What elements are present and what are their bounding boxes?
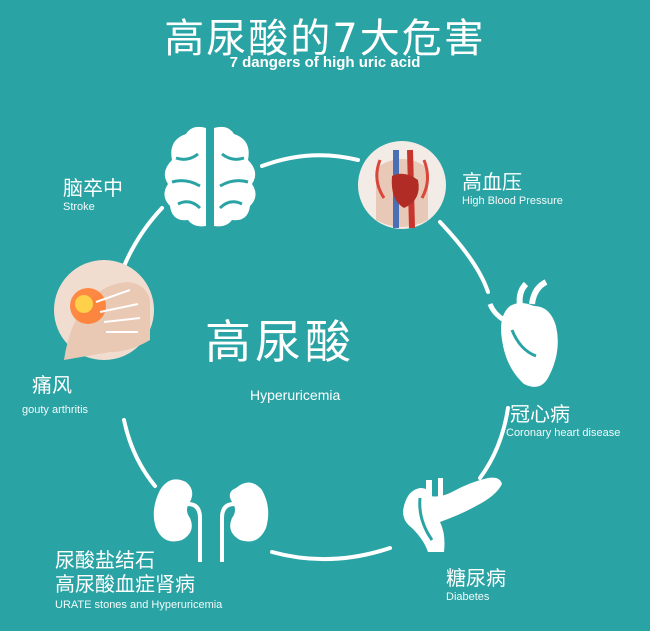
item-coronary-en: Coronary heart disease xyxy=(506,427,621,439)
center-label-en: Hyperuricemia xyxy=(250,387,341,403)
item-diabetes: 糖尿病 Diabetes xyxy=(446,566,506,604)
kidneys-icon xyxy=(153,479,269,562)
item-stroke-zh: 脑卒中 xyxy=(63,176,123,200)
item-diabetes-en: Diabetes xyxy=(446,591,490,603)
ring-arc-bottom xyxy=(270,546,392,562)
item-coronary-zh: 冠心病 xyxy=(510,402,570,426)
foot-icon xyxy=(54,260,154,360)
item-gout-zh: 痛风 xyxy=(32,373,72,397)
item-gout-en: gouty arthritis xyxy=(22,404,89,416)
item-kidney: 尿酸盐结石 高尿酸血症肾病 URATE stones and Hyperuric… xyxy=(55,548,222,612)
item-diabetes-zh: 糖尿病 xyxy=(446,566,506,590)
ring-arc-right xyxy=(478,406,510,480)
item-stroke-en: Stroke xyxy=(63,201,95,213)
item-kidney-zh: 尿酸盐结石 xyxy=(55,548,155,572)
heart-icon xyxy=(487,279,558,387)
item-stroke: 脑卒中 Stroke xyxy=(63,176,123,214)
item-coronary: 冠心病 Coronary heart disease xyxy=(506,402,620,440)
pancreas-icon xyxy=(403,477,502,552)
item-hbp-en: High Blood Pressure xyxy=(462,195,563,207)
ring-arc-lower-left xyxy=(122,418,157,488)
heart-anatomy-icon xyxy=(358,141,446,229)
ring-arc-top xyxy=(260,153,360,168)
item-gout: 痛风 gouty arthritis xyxy=(22,373,88,417)
ring-arc-upper-right xyxy=(438,220,490,294)
brain-icon xyxy=(164,126,256,227)
item-hbp-zh: 高血压 xyxy=(462,170,522,194)
item-high-blood-pressure: 高血压 High Blood Pressure xyxy=(462,170,563,208)
item-kidney-zh2: 高尿酸血症肾病 xyxy=(55,572,195,596)
center-label-zh: 高尿酸 xyxy=(205,315,355,369)
item-kidney-en: URATE stones and Hyperuricemia xyxy=(55,599,223,611)
page-title: 高尿酸的7大危害 xyxy=(164,16,486,62)
page-subtitle: 7 dangers of high uric acid xyxy=(229,54,421,71)
